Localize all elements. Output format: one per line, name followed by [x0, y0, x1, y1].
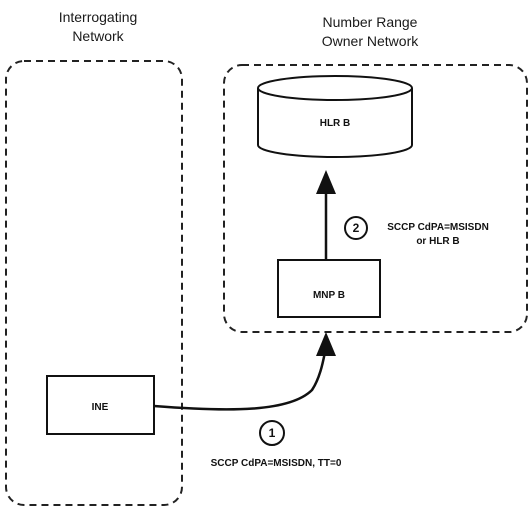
owner-network-title-line2: Owner Network [321, 33, 419, 49]
interrogating-network-title-line1: Interrogating [58, 9, 138, 25]
owner-network-boundary [223, 64, 528, 333]
interrogating-network-boundary [5, 60, 183, 506]
hlr-cylinder-top [257, 75, 413, 101]
interrogating-network-title: Interrogating Network [8, 8, 188, 46]
step2-label-line1: SCCP CdPA=MSISDN [387, 222, 489, 233]
hlr-label: HLR B [320, 118, 351, 129]
step2-label-line2: or HLR B [416, 236, 459, 247]
interrogating-network-title-line2: Network [72, 28, 124, 44]
arrowhead-hlr [316, 170, 336, 194]
arrow-ine-to-mnp [153, 351, 327, 411]
step1-number: 1 [269, 426, 276, 440]
step1-label: SCCP CdPA=MSISDN, TT=0 [211, 458, 342, 469]
owner-network-title: Number Range Owner Network [280, 13, 460, 51]
hlr-cylinder-body [257, 88, 413, 158]
mnp-box [277, 259, 381, 318]
hlr-database: HLR B [257, 75, 413, 158]
ine-label: INE [92, 402, 109, 413]
step2-circle [344, 216, 368, 240]
step2-number: 2 [353, 221, 360, 235]
arrowhead-mnp [316, 332, 336, 356]
step1-circle [259, 420, 285, 446]
mnp-label: MNP B [313, 290, 345, 301]
owner-network-title-line1: Number Range [322, 14, 418, 30]
ine-box [46, 375, 155, 435]
